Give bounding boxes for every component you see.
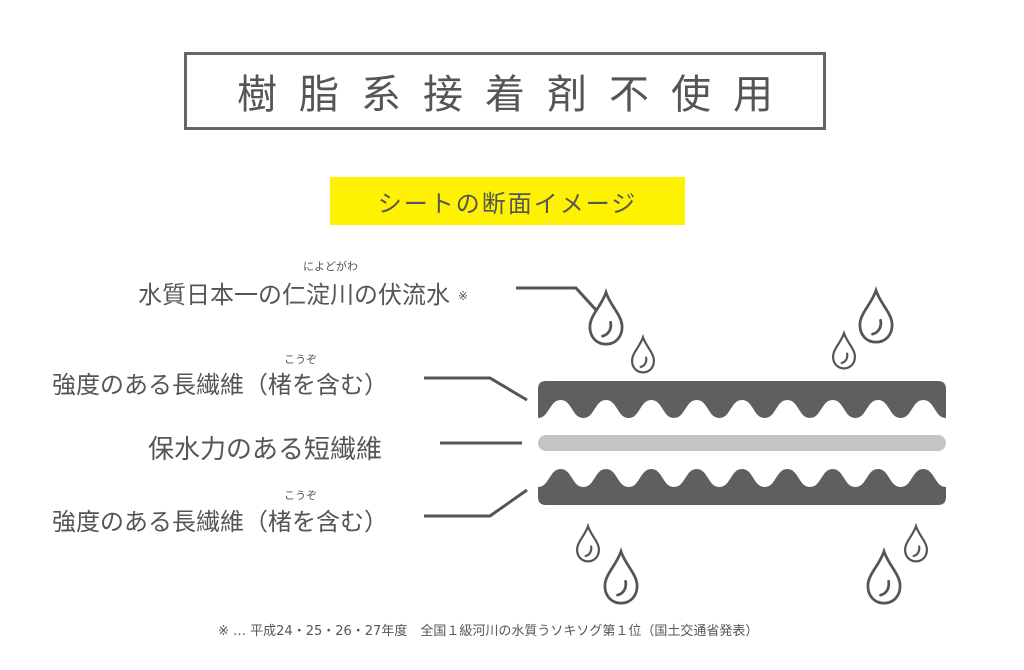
water-drop-icon	[858, 286, 894, 344]
page-title: 樹脂系接着剤不使用	[237, 72, 795, 118]
long-fiber-bottom-ruby: こうぞ	[284, 489, 317, 502]
title-box: 樹脂系接着剤不使用	[184, 52, 826, 130]
water-drop-icon	[575, 522, 601, 563]
label-short-fiber: 保水力のある短繊維	[148, 435, 383, 465]
label-long-fiber-top: 強度のある長繊維（楮を含む）	[52, 371, 388, 399]
long-fiber-layer-top	[538, 381, 946, 418]
water-drop-icon	[630, 333, 656, 374]
label-long-fiber-bottom: 強度のある長繊維（楮を含む）	[52, 508, 388, 536]
leader-line-long-top	[424, 376, 528, 402]
long-fiber-layer-bottom	[538, 469, 946, 505]
leader-line-long-bottom	[424, 488, 528, 518]
water-drop-icon	[903, 522, 929, 563]
water-drop-icon	[588, 288, 624, 346]
section-subtitle: シートの断面イメージ	[330, 177, 685, 225]
label-water-text: 水質日本一の仁淀川の伏流水	[138, 281, 450, 309]
label-water-mark: ※	[458, 289, 469, 303]
water-ruby: によどがわ	[303, 260, 358, 273]
long-fiber-top-ruby: こうぞ	[284, 353, 317, 366]
water-drop-icon	[831, 329, 857, 370]
leader-line-water	[516, 286, 598, 312]
water-drop-icon	[603, 547, 639, 605]
label-water: 水質日本一の仁淀川の伏流水 ※	[138, 275, 468, 310]
short-fiber-layer	[538, 435, 946, 451]
water-drop-icon	[866, 547, 902, 605]
footnote: ※ … 平成24・25・26・27年度 全国１級河川の水質うソキソグ第１位（国土…	[218, 624, 759, 639]
